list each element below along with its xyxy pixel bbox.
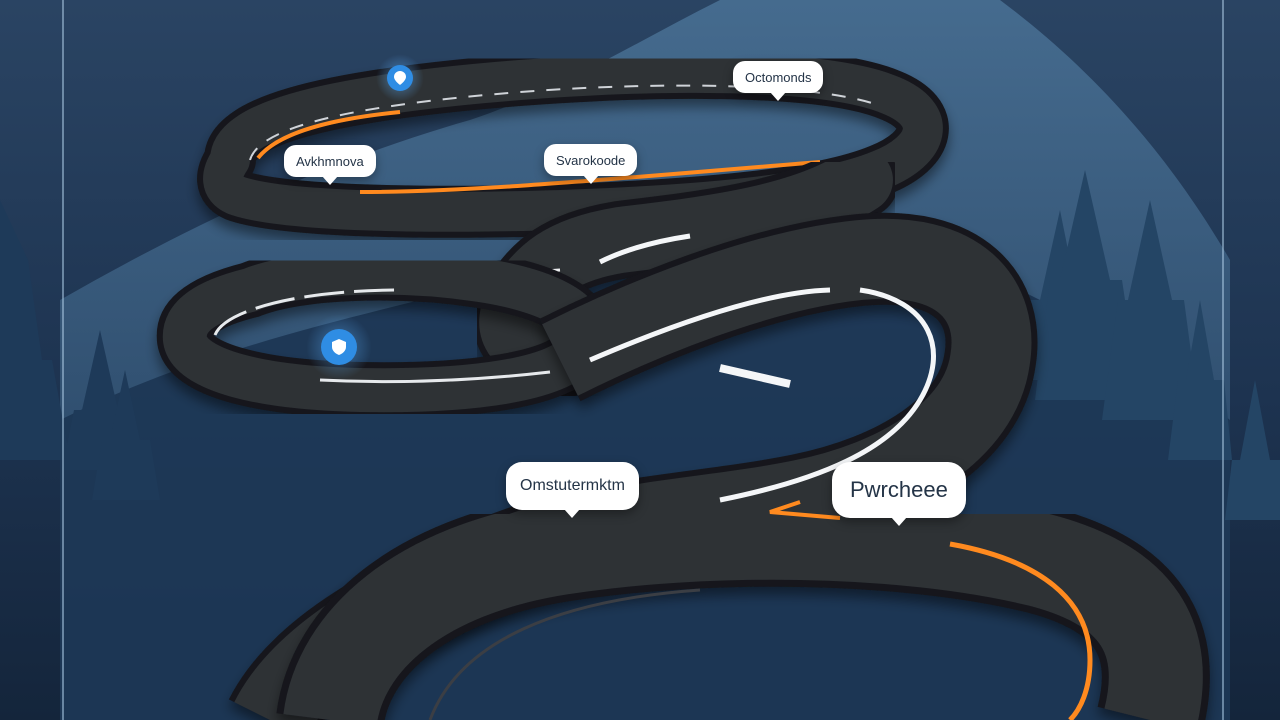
label-text: Pwrcheee: [850, 477, 948, 502]
label-bubble-lower-left[interactable]: Omstutermktm: [506, 462, 639, 518]
label-bubble-upper-left[interactable]: Avkhmnova: [284, 145, 376, 185]
frame-line-right: [1222, 0, 1224, 720]
label-text: Avkhmnova: [296, 153, 364, 169]
label-text: Octomonds: [745, 69, 812, 85]
road-upper-lane: [249, 84, 879, 161]
route-upper-orange-2: [359, 160, 821, 194]
frame-line-left: [62, 0, 64, 720]
pin-core: [321, 329, 357, 365]
road-upper-loop: [197, 46, 949, 238]
route-arrow-orange: [769, 500, 841, 520]
route-upper-orange: [256, 110, 401, 160]
road-middle-loop: [156, 244, 613, 419]
shield-pin-icon[interactable]: [306, 314, 372, 380]
shield-icon: [332, 339, 346, 355]
pin-core: [387, 65, 413, 91]
label-bubble-upper-center[interactable]: Svarokoode: [544, 144, 638, 184]
location-marker-icon: [394, 71, 406, 85]
road-connector: [473, 141, 899, 399]
label-bubble-lower-right[interactable]: Pwrcheee: [832, 462, 966, 526]
road-bottom-loop: [276, 478, 1210, 720]
location-pin-icon[interactable]: [376, 54, 424, 102]
label-bubble-top-right[interactable]: Octomonds: [733, 61, 824, 101]
route-bottom-orange: [949, 541, 1093, 720]
pine-trees-left: [0, 200, 160, 500]
pine-trees-right: [1018, 170, 1280, 520]
label-text: Omstutermktm: [520, 477, 625, 494]
label-text: Svarokoode: [556, 152, 626, 168]
